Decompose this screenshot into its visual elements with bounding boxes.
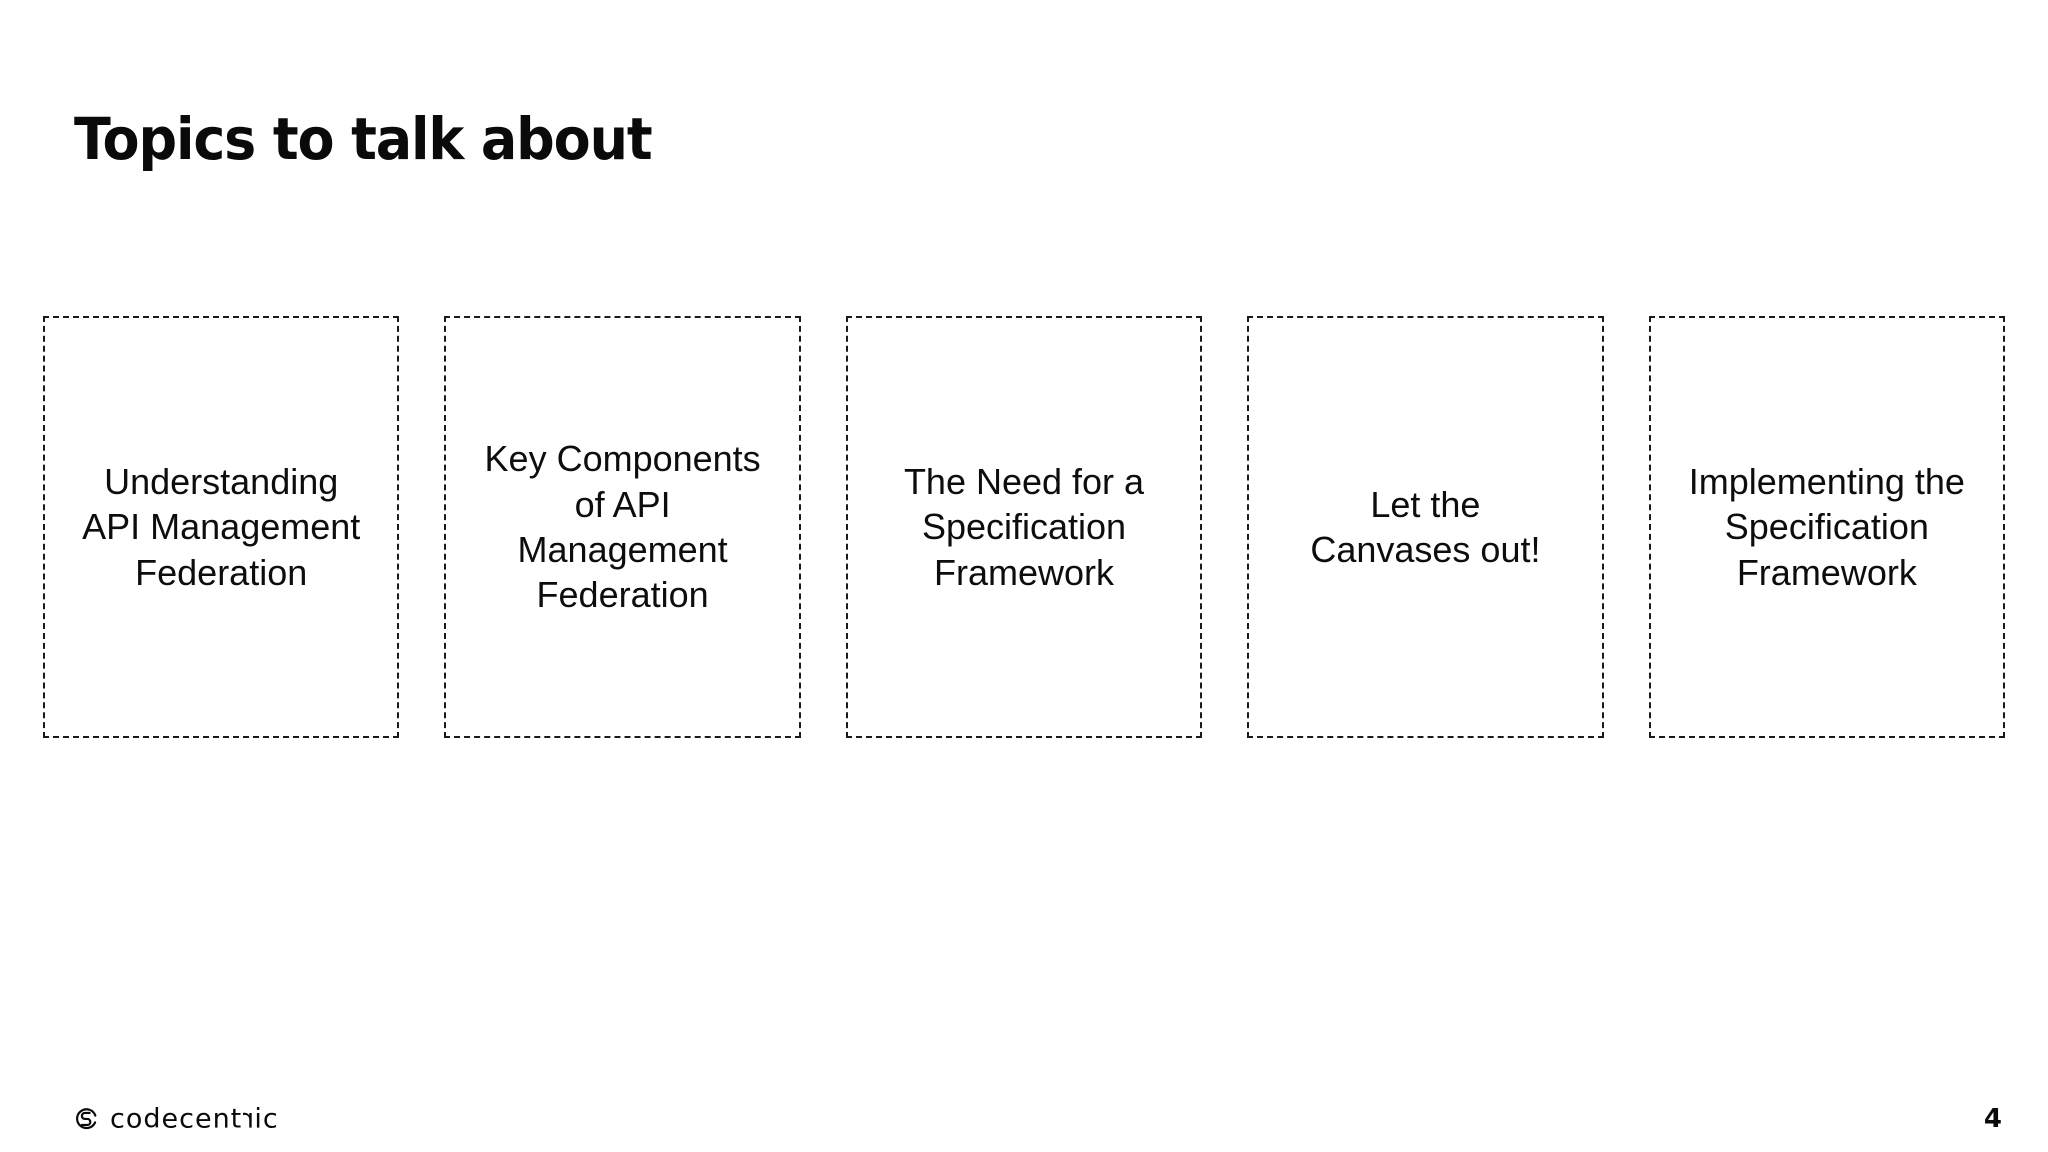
page-title: Topics to talk about xyxy=(74,104,653,173)
topic-card-implementing-the-specification-framework[interactable]: Implementing the Specification Framework xyxy=(1648,316,2006,738)
footer-brand: codecent r ic xyxy=(74,1103,279,1135)
codecentric-logo-icon xyxy=(74,1107,99,1132)
topic-card-the-need-for-a-specification-framework[interactable]: The Need for a Specification Framework xyxy=(845,316,1203,738)
wordmark-part-1: codecent xyxy=(110,1103,243,1135)
topic-card-row: Understanding API Management Federation … xyxy=(43,316,2006,738)
topic-card-label: Implementing the Specification Framework xyxy=(1688,460,1965,593)
topic-card-understanding-api-management-federation[interactable]: Understanding API Management Federation xyxy=(43,316,400,738)
topic-card-label: Key Components of API Management Federat… xyxy=(484,438,761,616)
wordmark-part-3: ic xyxy=(254,1103,279,1135)
wordmark-rotated-r: r xyxy=(242,1103,255,1135)
topic-card-let-the-canvases-out[interactable]: Let the Canvases out! xyxy=(1247,316,1604,738)
codecentric-wordmark: codecent r ic xyxy=(110,1103,279,1135)
topic-card-label: Understanding API Management Federation xyxy=(82,460,361,593)
topic-card-label: The Need for a Specification Framework xyxy=(903,460,1145,593)
topic-card-key-components-of-api-management-federation[interactable]: Key Components of API Management Federat… xyxy=(444,316,801,738)
topic-card-label: Let the Canvases out! xyxy=(1310,483,1541,570)
page-number: 4 xyxy=(1983,1104,2002,1134)
